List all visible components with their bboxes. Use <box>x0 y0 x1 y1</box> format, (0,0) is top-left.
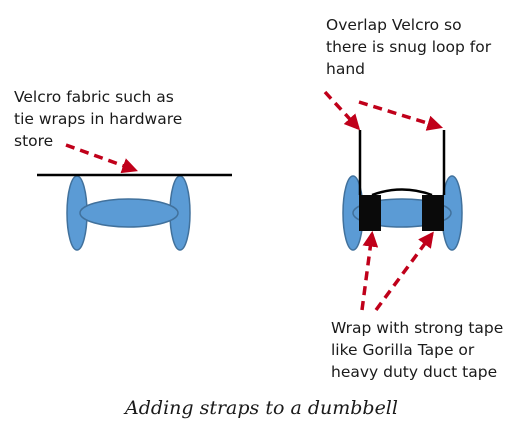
arrow-to-loop-right <box>358 100 444 131</box>
overlap-velcro-line-3: hand <box>326 60 365 78</box>
left-dumbbell <box>66 175 191 251</box>
figure-caption: Adding straps to a dumbbell <box>125 397 398 419</box>
wrap-tape-line-3: heavy duty duct tape <box>331 363 498 381</box>
arrow-to-tape-right <box>374 231 434 312</box>
arrow-to-tape-left <box>360 230 379 311</box>
arrow-to-loop-left <box>323 90 361 131</box>
arrow-to-flat-strap <box>65 143 138 174</box>
wrap-tape-line-1: Wrap with strong tape <box>331 319 504 337</box>
velcro-fabric-line-2: tie wraps in hardware <box>14 110 183 128</box>
left-dumbbell-handle <box>79 198 179 228</box>
wrap-tape-line-2: like Gorilla Tape or <box>331 341 475 359</box>
wrap-tape-label: Wrap with strong tape like Gorilla Tape … <box>331 317 503 383</box>
tape-wrap-right <box>422 195 444 231</box>
overlap-velcro-label: Overlap Velcro so there is snug loop for… <box>326 14 491 80</box>
velcro-fabric-line-1: Velcro fabric such as <box>14 88 174 106</box>
velcro-fabric-line-3: store <box>14 132 54 150</box>
velcro-strap-loop <box>358 130 446 197</box>
overlap-velcro-line-1: Overlap Velcro so <box>326 16 462 34</box>
overlap-velcro-line-2: there is snug loop for <box>326 38 492 56</box>
tape-wrap-left <box>359 195 381 231</box>
velcro-fabric-label: Velcro fabric such as tie wraps in hardw… <box>14 86 182 152</box>
